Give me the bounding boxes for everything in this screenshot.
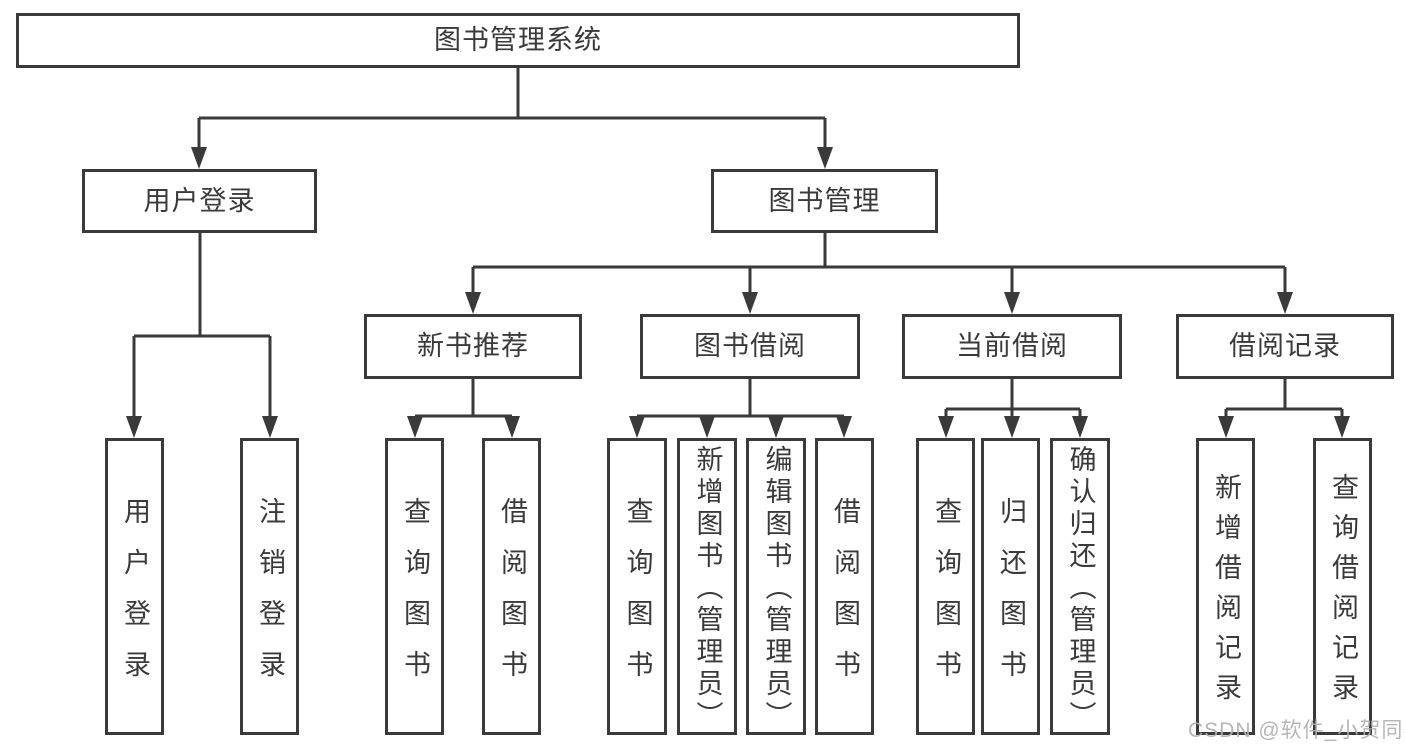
node-book-borrow: 图书借阅 (640, 314, 860, 379)
arrowheads (126, 147, 1350, 438)
leaf-recommend-query-books: 查询图书 (385, 438, 444, 735)
leaf-current-query-books: 查询图书 (916, 438, 975, 735)
node-book-manage-label: 图书管理 (768, 185, 881, 216)
leaf-current-return-books: 归还图书 (981, 438, 1040, 735)
leaf-borrow-query-books: 查询图书 (607, 438, 667, 735)
node-book-borrow-label: 图书借阅 (694, 331, 806, 361)
leaf-borrow-edit-books-admin: 编辑图书（管理员） (746, 438, 806, 735)
leaf-borrow-add-books-admin: 新增图书（管理员） (677, 438, 737, 735)
leaf-recommend-borrow-books-label: 借阅图书 (497, 496, 527, 701)
leaf-logout: 注销登录 (240, 438, 299, 735)
node-root-label: 图书管理系统 (434, 25, 602, 55)
leaf-borrow-edit-books-admin-label: 编辑图书（管理员） (761, 445, 792, 733)
node-borrow-records-label: 借阅记录 (1229, 331, 1341, 361)
node-current-borrow-label: 当前借阅 (956, 331, 1068, 361)
leaf-records-query-record-label: 查询借阅记录 (1328, 473, 1358, 713)
node-user-login-label: 用户登录 (143, 185, 256, 216)
node-book-manage: 图书管理 (711, 169, 938, 233)
leaf-user-login-label: 用户登录 (120, 496, 150, 701)
leaf-recommend-query-books-label: 查询图书 (400, 496, 430, 701)
leaf-user-login: 用户登录 (105, 438, 164, 735)
leaf-records-query-record: 查询借阅记录 (1313, 438, 1372, 735)
node-user-login: 用户登录 (82, 169, 317, 233)
leaf-records-add-record-label: 新增借阅记录 (1211, 473, 1241, 713)
leaf-current-confirm-return-admin-label: 确认归还（管理员） (1065, 445, 1096, 733)
node-new-book-recommend-label: 新书推荐 (417, 331, 529, 361)
leaf-current-query-books-label: 查询图书 (931, 496, 961, 701)
leaf-borrow-query-books-label: 查询图书 (622, 496, 653, 701)
leaf-recommend-borrow-books: 借阅图书 (482, 438, 541, 735)
leaf-borrow-borrow-books: 借阅图书 (815, 438, 874, 735)
leaf-current-confirm-return-admin: 确认归还（管理员） (1050, 438, 1110, 735)
node-current-borrow: 当前借阅 (902, 314, 1122, 379)
leaf-logout-label: 注销登录 (255, 496, 285, 701)
node-new-book-recommend: 新书推荐 (364, 314, 582, 379)
leaf-records-add-record: 新增借阅记录 (1196, 438, 1255, 735)
leaf-borrow-borrow-books-label: 借阅图书 (830, 496, 860, 701)
node-borrow-records: 借阅记录 (1176, 314, 1394, 379)
csdn-watermark: CSDN @软件_小贺同学 (1188, 719, 1405, 742)
node-root-library-system: 图书管理系统 (16, 13, 1020, 68)
leaf-borrow-add-books-admin-label: 新增图书（管理员） (692, 445, 723, 733)
leaf-current-return-books-label: 归还图书 (996, 496, 1026, 701)
